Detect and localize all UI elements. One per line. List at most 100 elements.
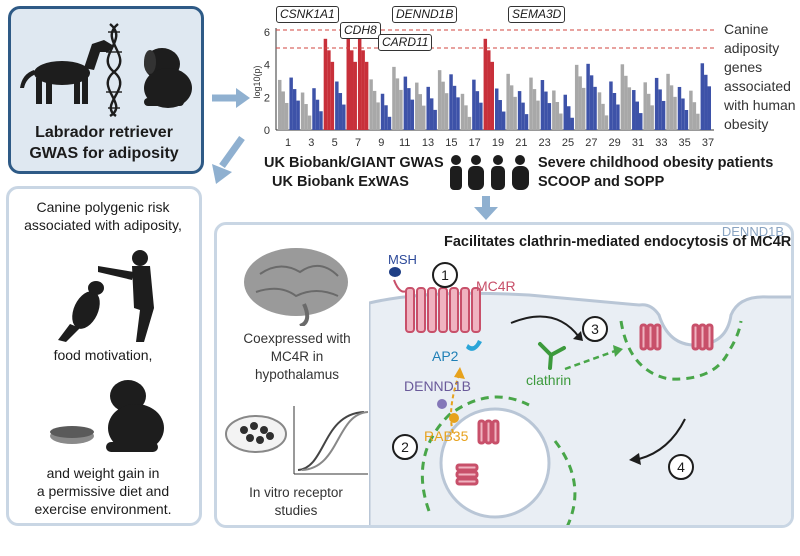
snp-column (620, 64, 625, 130)
gene-label-card11: CARD11 (378, 34, 433, 51)
brain-icon (244, 248, 348, 326)
snp-column (501, 111, 506, 130)
snp-column (532, 89, 537, 130)
snp-column (495, 88, 499, 130)
snp-column (346, 38, 350, 130)
note-line: Canine (724, 21, 769, 37)
note-line: with human (724, 97, 796, 113)
snp-column (643, 82, 647, 130)
snp-column (552, 90, 556, 130)
snp-column (589, 75, 594, 130)
step-1-badge: 1 (432, 262, 458, 288)
snp-column (380, 93, 385, 130)
snp-column (506, 73, 510, 130)
snp-column (635, 101, 639, 130)
snp-points (278, 38, 711, 131)
snp-column (376, 102, 380, 130)
dogs-dna-illustration (20, 23, 192, 118)
snp-column (498, 100, 502, 130)
snp-column (444, 93, 449, 130)
snp-column (555, 101, 560, 130)
cohort-label: UK Biobank ExWAS (272, 174, 409, 190)
snp-column (278, 79, 282, 130)
snp-column (281, 91, 285, 130)
x-tick-label: 15 (445, 137, 457, 149)
snp-column (327, 50, 331, 130)
snp-column (547, 103, 552, 130)
snp-column (677, 86, 682, 130)
x-tick-label: 1 (285, 137, 291, 149)
dog-with-bowl-icon (50, 380, 164, 452)
snp-column (472, 79, 476, 130)
snp-column (342, 104, 346, 130)
snp-column (666, 73, 670, 130)
y-tick-label: 0 (264, 125, 270, 137)
x-tick-label: 21 (515, 137, 527, 149)
snp-column (509, 85, 514, 130)
snp-column (646, 93, 651, 130)
cohort-label: Severe childhood obesity patients (538, 155, 774, 171)
snp-column (338, 93, 343, 130)
rab35-label: RAB35 (424, 428, 469, 444)
snp-column (669, 85, 674, 130)
snp-column (681, 98, 685, 130)
snp-column (570, 117, 574, 130)
snp-column (410, 99, 415, 130)
snp-column (559, 113, 563, 130)
risk-line: and weight gain in (46, 465, 160, 481)
labrador-standing-icon (20, 40, 114, 104)
mc4r-receptors-pit (639, 323, 714, 351)
snp-column (315, 99, 320, 130)
step-3-badge: 3 (582, 316, 608, 342)
gene-label-cdh8: CDH8 (340, 22, 381, 39)
people-icon (450, 155, 529, 190)
snp-column (304, 104, 308, 130)
caption-line: In vitro receptor (249, 485, 343, 500)
x-tick-label: 3 (308, 137, 314, 149)
snp-column (452, 85, 457, 130)
snp-column (597, 92, 602, 130)
caption-line: MC4R in (270, 349, 324, 364)
endosome-vesicle (439, 407, 551, 519)
snp-column (517, 91, 522, 130)
snp-column (661, 100, 666, 130)
gene-label-csnk1a1: CSNK1A1 (276, 6, 339, 23)
snp-column (578, 76, 582, 130)
snp-column (627, 87, 632, 130)
snp-column (700, 63, 705, 130)
msh-label: MSH (388, 252, 417, 267)
x-tick-label: 27 (585, 137, 597, 149)
mc4r-receptor-icon (393, 279, 481, 333)
snp-column (300, 92, 305, 130)
snp-column (319, 111, 323, 130)
snp-column (673, 96, 677, 130)
risk-line: associated with adiposity, (24, 217, 182, 233)
clathrin-label: clathrin (526, 372, 572, 388)
snp-column (540, 80, 545, 130)
y-tick-label: 2 (264, 92, 270, 104)
snp-column (460, 93, 465, 130)
x-tick-label: 35 (679, 137, 691, 149)
cohort-label: UK Biobank/GIANT GWAS (264, 155, 444, 171)
clathrin-coat-vesicle-right (553, 440, 577, 525)
snp-column (707, 86, 711, 130)
snp-column (490, 61, 494, 131)
x-tick-label: 9 (378, 137, 384, 149)
arrow-to-vesicle (638, 418, 686, 460)
arrow-down-icon (474, 196, 498, 220)
snp-column (330, 61, 335, 131)
snp-column (524, 114, 529, 130)
snp-column (487, 50, 491, 130)
x-tick-label: 7 (355, 137, 361, 149)
x-tick-label: 29 (609, 137, 621, 149)
arrow-clathrin-to-pit (564, 349, 616, 371)
y-axis-label: log10(p) (252, 65, 262, 98)
snp-column (475, 91, 480, 130)
snp-column (544, 91, 548, 130)
x-tick-label: 5 (332, 137, 338, 149)
dennd1b-protein-label: DENND1B (404, 378, 471, 394)
snp-column (296, 100, 300, 130)
x-tick-label: 25 (562, 137, 574, 149)
risk-line: exercise environment. (34, 501, 172, 517)
snp-column (513, 96, 517, 130)
